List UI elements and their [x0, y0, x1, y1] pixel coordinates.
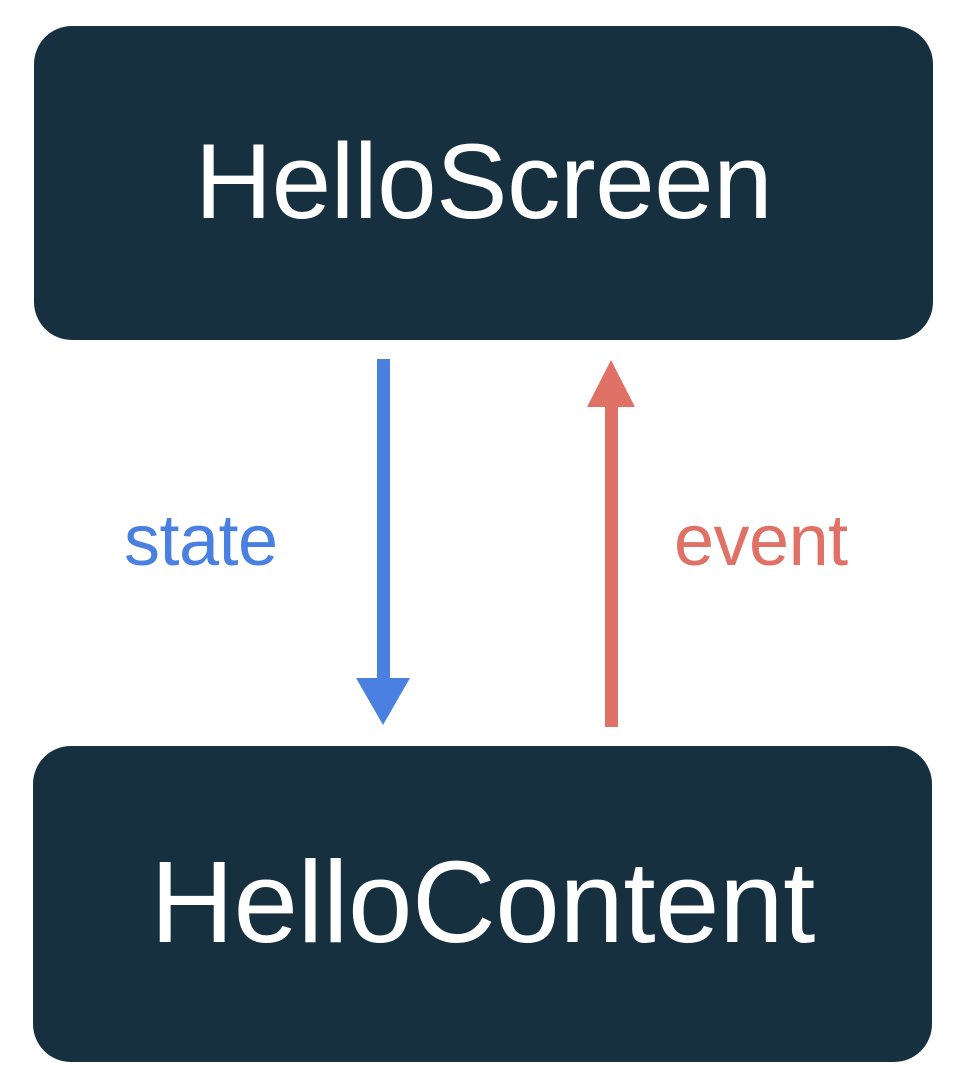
edge-label-event: event	[674, 501, 848, 581]
event-arrow-shaft	[605, 406, 618, 727]
node-hello-screen[interactable]: HelloScreen	[34, 26, 933, 340]
event-arrow	[587, 360, 635, 727]
state-arrow	[356, 359, 410, 725]
node-hello-content-label: HelloContent	[150, 837, 815, 967]
node-hello-screen-label: HelloScreen	[194, 120, 773, 241]
state-arrow-head-icon	[356, 678, 410, 725]
edge-label-state: state	[124, 501, 278, 581]
node-hello-content[interactable]: HelloContent	[33, 746, 932, 1062]
event-arrow-head-icon	[587, 360, 635, 407]
state-arrow-shaft	[377, 359, 390, 680]
